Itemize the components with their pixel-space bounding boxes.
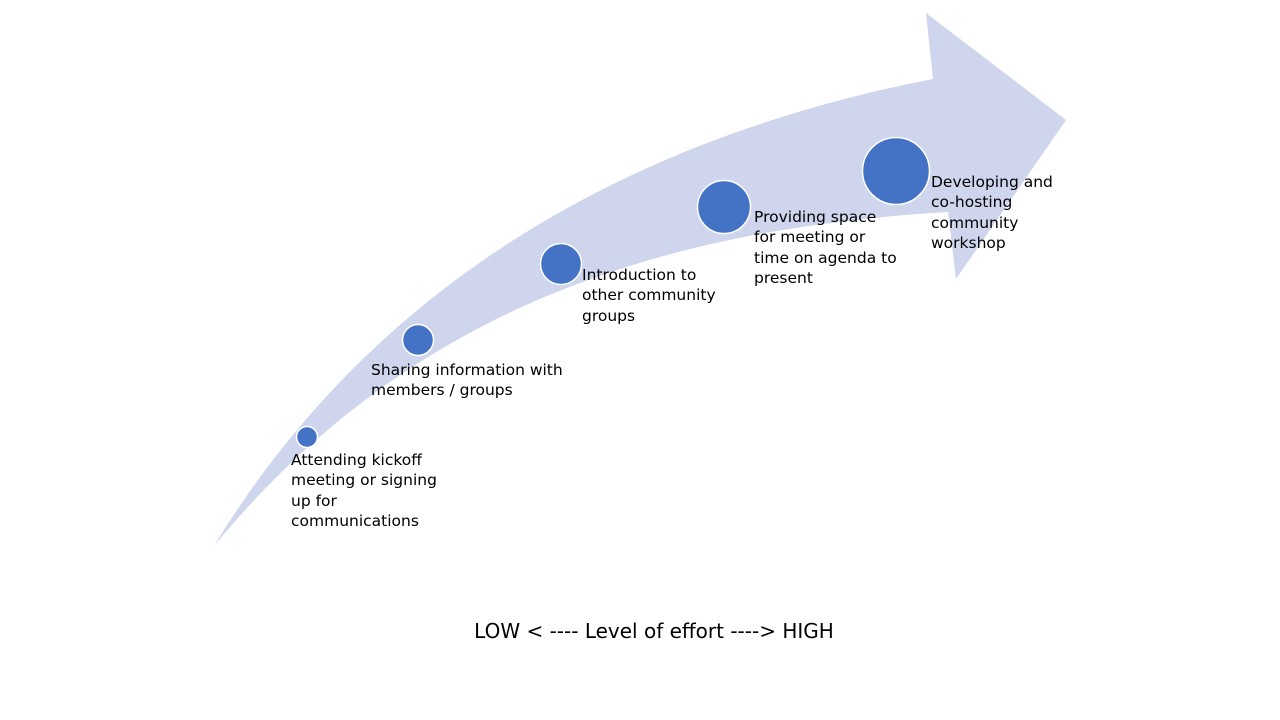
step-dot-1 [295,425,319,449]
step-label-5: Developing and co-hosting community work… [931,173,1053,252]
step-label-3: Introduction to other community groups [582,266,716,325]
effort-scale-label: LOW < ---- Level of effort ----> HIGH [474,619,834,643]
curved-arrow-shape [214,13,1066,546]
step-dot-4 [696,179,752,235]
step-dot-2 [401,323,435,357]
step-label-2: Sharing information with members / group… [371,361,563,400]
step-dot-5 [861,136,931,206]
step-label-1: Attending kickoff meeting or signing up … [291,451,437,530]
step-dot-3 [539,242,583,286]
step-label-4: Providing space for meeting or time on a… [754,208,897,287]
